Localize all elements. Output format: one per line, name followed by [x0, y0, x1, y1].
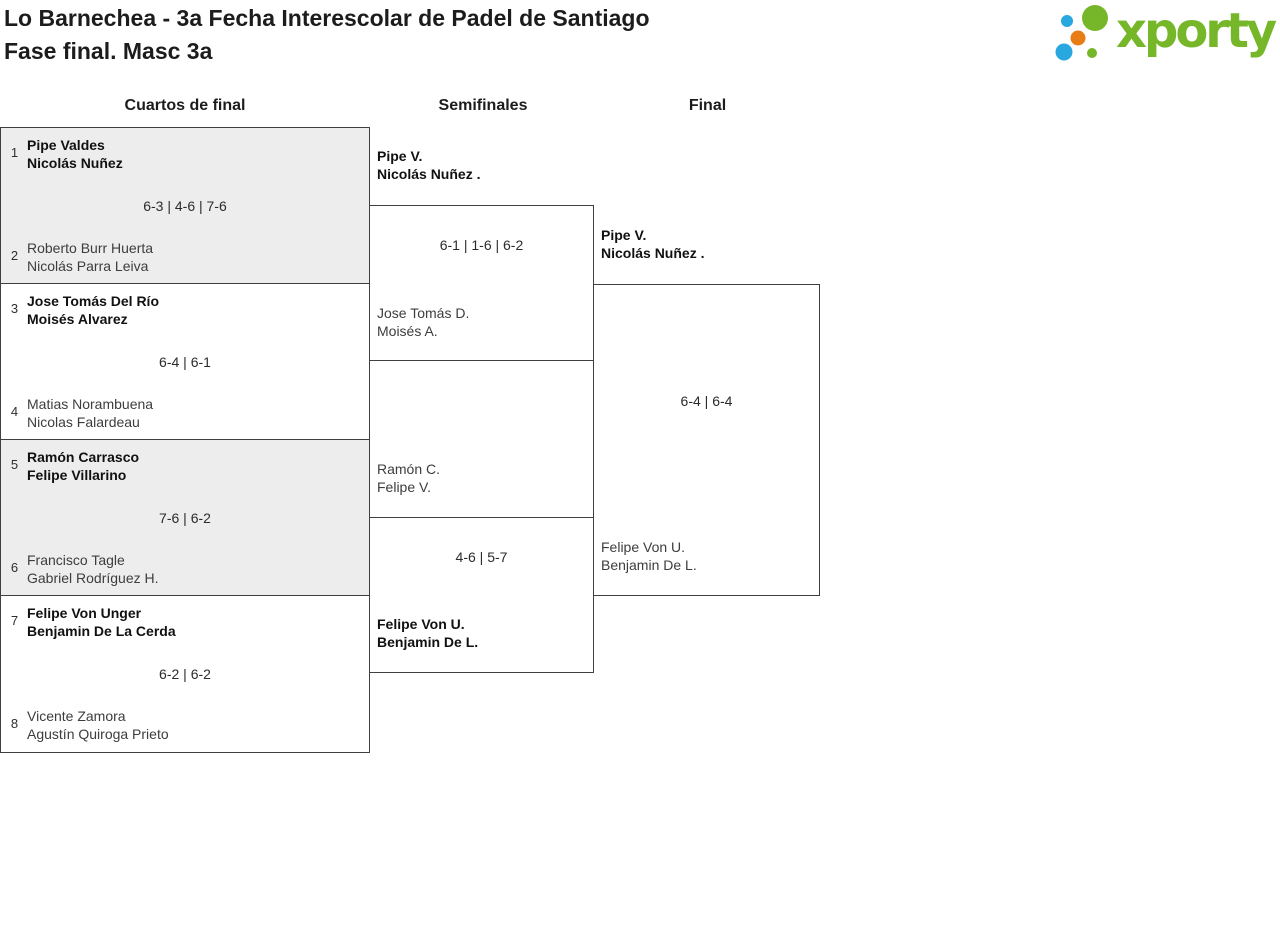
- quarterfinal-match-4: 7 Felipe Von Unger Benjamin De La Cerda …: [1, 596, 369, 752]
- final-top-team: Pipe V. Nicolás Nuñez .: [601, 226, 704, 262]
- seed-number: 5: [10, 457, 19, 472]
- team-name: Francisco Tagle Gabriel Rodríguez H.: [27, 551, 159, 587]
- player-name: Moisés Alvarez: [27, 311, 128, 327]
- seed-number: 1: [10, 145, 19, 160]
- final-match-box: 6-4 | 6-4: [593, 284, 820, 596]
- xporty-logo[interactable]: xporty: [1048, 2, 1277, 62]
- match-score: 6-2 | 6-2: [159, 666, 211, 682]
- player-name: Jose Tomás Del Río: [27, 293, 160, 309]
- player-name: Benjamin De La Cerda: [27, 623, 176, 639]
- team-name: Felipe Von Unger Benjamin De La Cerda: [27, 604, 176, 640]
- player-name: Benjamin De L.: [601, 557, 697, 573]
- semifinal-2-bottom-team: Felipe Von U. Benjamin De L.: [377, 615, 478, 651]
- player-name: Ramón C.: [377, 461, 441, 477]
- team-name: Jose Tomás Del Río Moisés Alvarez: [27, 292, 159, 328]
- xporty-wordmark: xporty: [1116, 3, 1277, 59]
- player-name: Nicolás Nuñez .: [377, 166, 481, 182]
- player-name: Ramón Carrasco: [27, 449, 140, 465]
- seed-number: 4: [10, 404, 19, 419]
- quarterfinal-match-2: 3 Jose Tomás Del Río Moisés Alvarez 6-4 …: [1, 284, 369, 440]
- player-name: Felipe Von U.: [601, 539, 686, 555]
- player-name: Nicolás Nuñez: [27, 155, 123, 171]
- semifinal-2-top-team: Ramón C. Felipe V.: [377, 460, 440, 496]
- quarterfinal-match-3: 5 Ramón Carrasco Felipe Villarino 7-6 | …: [1, 440, 369, 596]
- player-name: Felipe V.: [377, 479, 431, 495]
- match-score: 4-6 | 5-7: [455, 549, 508, 565]
- player-name: Pipe Valdes: [27, 137, 105, 153]
- team-name: Ramón Carrasco Felipe Villarino: [27, 448, 139, 484]
- player-name: Felipe Von U.: [377, 616, 465, 632]
- player-name: Felipe Villarino: [27, 467, 127, 483]
- player-name: Felipe Von Unger: [27, 605, 142, 621]
- seed-number: 7: [10, 613, 19, 628]
- quarterfinal-match-1: 1 Pipe Valdes Nicolás Nuñez 6-3 | 4-6 | …: [1, 128, 369, 284]
- match-score: 7-6 | 6-2: [159, 510, 211, 526]
- player-name: Vicente Zamora: [27, 708, 126, 724]
- player-name: Gabriel Rodríguez H.: [27, 570, 159, 586]
- player-name: Francisco Tagle: [27, 552, 125, 568]
- player-name: Nicolás Nuñez .: [601, 245, 705, 261]
- seed-number: 8: [10, 716, 19, 731]
- match-score: 6-1 | 1-6 | 6-2: [439, 237, 524, 253]
- team-name: Pipe Valdes Nicolás Nuñez: [27, 136, 123, 172]
- semifinal-match-1-box: 6-1 | 1-6 | 6-2: [369, 205, 594, 361]
- player-name: Matias Norambuena: [27, 396, 154, 412]
- column-header-quarterfinals: Cuartos de final: [124, 97, 246, 114]
- player-name: Agustín Quiroga Prieto: [27, 726, 169, 742]
- seed-number: 3: [10, 301, 19, 316]
- semifinal-1-bottom-team: Jose Tomás D. Moisés A.: [377, 304, 469, 340]
- player-name: Nicolas Falardeau: [27, 414, 140, 430]
- column-header-semifinals: Semifinales: [438, 97, 528, 114]
- match-score: 6-3 | 4-6 | 7-6: [143, 198, 227, 214]
- player-name: Jose Tomás D.: [377, 305, 470, 321]
- player-name: Benjamin De L.: [377, 634, 479, 650]
- xporty-dots-icon: [1055, 5, 1108, 61]
- column-header-final: Final: [688, 97, 727, 114]
- seed-number: 2: [10, 248, 19, 263]
- player-name: Pipe V.: [601, 227, 647, 243]
- page-title: Lo Barnechea - 3a Fecha Interescolar de …: [4, 2, 650, 68]
- match-score: 6-4 | 6-1: [159, 354, 211, 370]
- semifinal-1-top-team: Pipe V. Nicolás Nuñez .: [377, 147, 480, 183]
- player-name: Pipe V.: [377, 148, 423, 164]
- player-name: Moisés A.: [377, 323, 438, 339]
- match-score: 6-4 | 6-4: [680, 393, 733, 409]
- player-name: Nicolás Parra Leiva: [27, 258, 149, 274]
- seed-number: 6: [10, 560, 19, 575]
- page-title-line1: Lo Barnechea - 3a Fecha Interescolar de …: [4, 5, 650, 31]
- player-name: Roberto Burr Huerta: [27, 240, 154, 256]
- final-bottom-team: Felipe Von U. Benjamin De L.: [601, 538, 697, 574]
- page-title-line2: Fase final. Masc 3a: [4, 38, 213, 64]
- team-name: Matias Norambuena Nicolas Falardeau: [27, 395, 153, 431]
- quarterfinals-column: 1 Pipe Valdes Nicolás Nuñez 6-3 | 4-6 | …: [0, 127, 370, 753]
- team-name: Roberto Burr Huerta Nicolás Parra Leiva: [27, 239, 153, 275]
- team-name: Vicente Zamora Agustín Quiroga Prieto: [27, 707, 169, 743]
